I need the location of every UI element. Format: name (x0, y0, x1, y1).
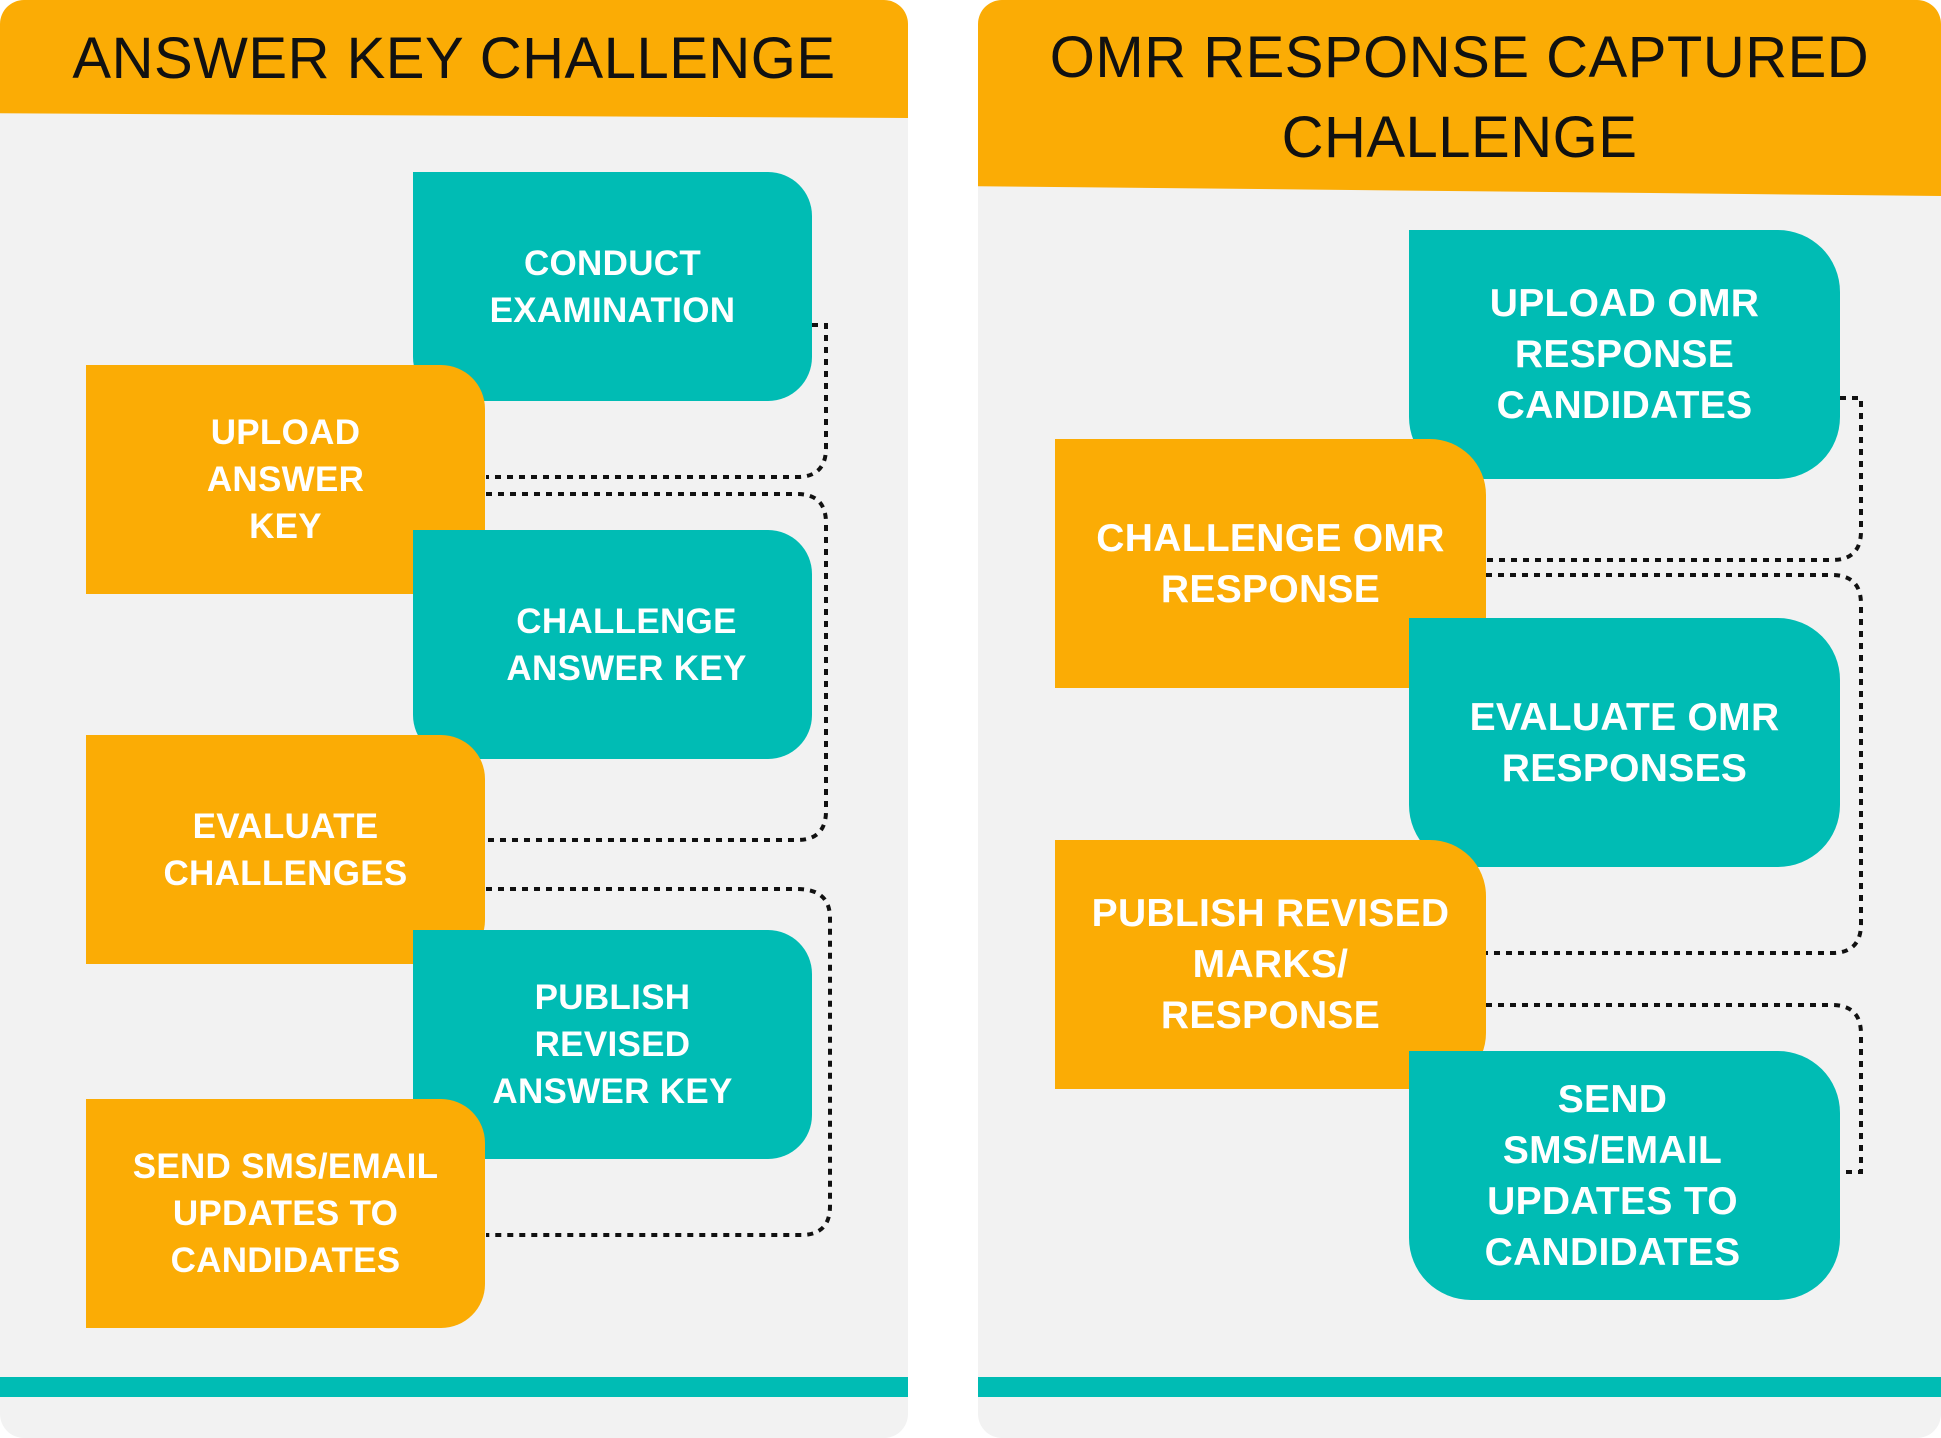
step-publish-revised-marks-response: PUBLISH REVISED MARKS/ RESPONSE (1055, 840, 1486, 1089)
step-evaluate-challenges: EVALUATE CHALLENGES (86, 735, 485, 964)
panel-title-line-1: OMR RESPONSE CAPTURED (1049, 25, 1870, 90)
omr-response-challenge-panel: OMR RESPONSE CAPTURED CHALLENGE UPLOAD O… (978, 0, 1941, 1438)
step-send-sms-email-updates: SEND SMS/EMAIL UPDATES TO CANDIDATES (1409, 1051, 1840, 1300)
step-upload-answer-key: UPLOAD ANSWER KEY (86, 365, 485, 594)
panel-title-banner: ANSWER KEY CHALLENGE (0, 0, 908, 118)
step-evaluate-omr-responses: EVALUATE OMR RESPONSES (1409, 618, 1840, 867)
step-upload-omr-response-candidates: UPLOAD OMR RESPONSE CANDIDATES (1409, 230, 1840, 479)
step-challenge-answer-key: CHALLENGE ANSWER KEY (413, 530, 812, 759)
answer-key-challenge-panel: ANSWER KEY CHALLENGE CONDUCT EXAMINATION… (0, 0, 908, 1438)
panel-title-banner: OMR RESPONSE CAPTURED CHALLENGE (978, 0, 1941, 196)
step-conduct-examination: CONDUCT EXAMINATION (413, 172, 812, 401)
panel-bottom-bar (0, 1377, 908, 1397)
panel-title-line-2: CHALLENGE (1281, 105, 1638, 170)
step-send-sms-email-updates: SEND SMS/EMAIL UPDATES TO CANDIDATES (86, 1099, 485, 1328)
step-publish-revised-answer-key: PUBLISH REVISED ANSWER KEY (413, 930, 812, 1159)
panel-bottom-bar (978, 1377, 1941, 1397)
panel-title: ANSWER KEY CHALLENGE (72, 26, 836, 91)
